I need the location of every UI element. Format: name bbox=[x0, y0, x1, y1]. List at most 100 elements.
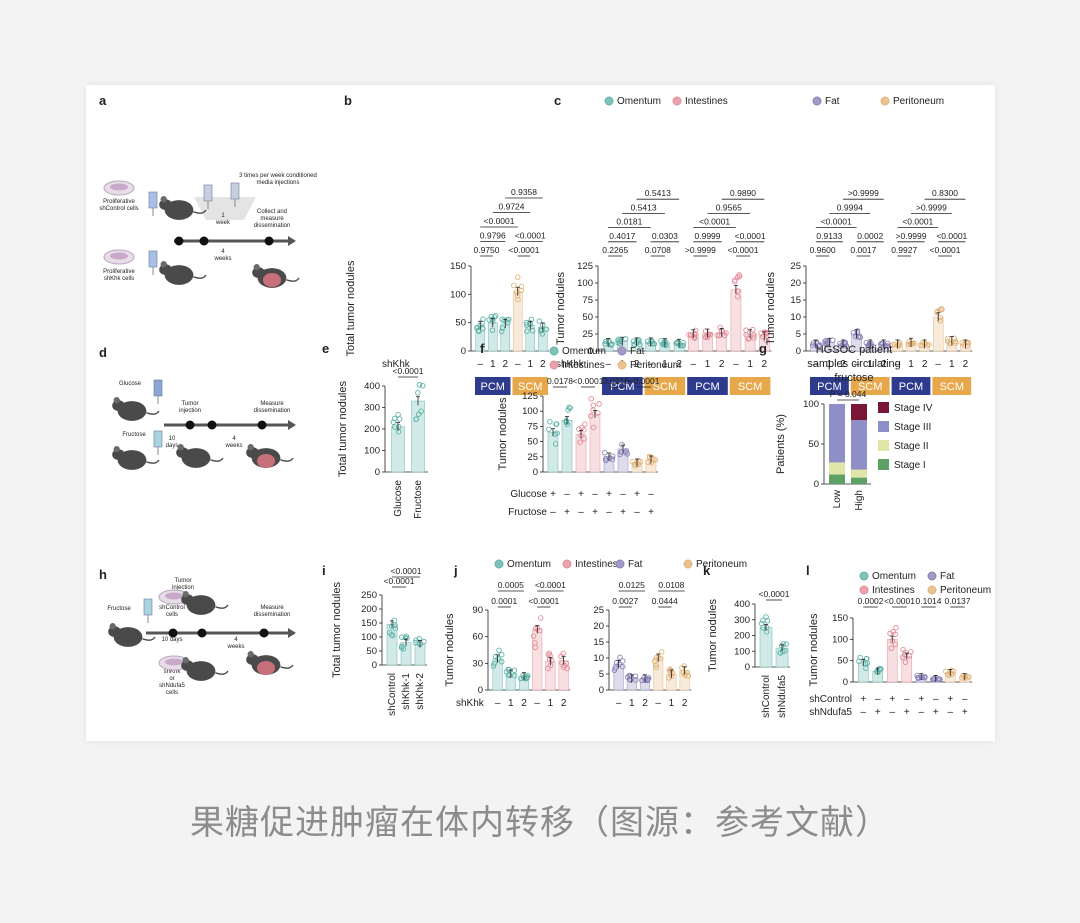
data-point-b bbox=[499, 325, 506, 331]
p-value-c2: <0.0001 bbox=[821, 217, 852, 227]
y-axis-label-f: Tumor nodules bbox=[497, 397, 509, 470]
p-value-c2: <0.0001 bbox=[902, 217, 933, 227]
y-tick-label-k: 300 bbox=[734, 615, 750, 626]
data-point-b bbox=[492, 312, 499, 319]
row-label-l: shControl bbox=[809, 694, 852, 705]
data-point-f bbox=[602, 450, 608, 456]
data-point-j1 bbox=[511, 667, 518, 674]
data-point-j2 bbox=[680, 669, 686, 676]
data-point-j1 bbox=[495, 655, 501, 662]
panel-a-text: Proliferative bbox=[103, 269, 135, 275]
data-point-f bbox=[546, 426, 552, 432]
x-tick-label-g: High bbox=[854, 490, 865, 511]
panel-d-mouse-3-tail bbox=[210, 457, 224, 462]
y-tick-label-i: 50 bbox=[366, 646, 377, 657]
data-point-j1 bbox=[496, 647, 502, 654]
row-value-l: + bbox=[933, 707, 939, 718]
data-point-c1 bbox=[609, 341, 615, 347]
row-value-l: + bbox=[918, 694, 924, 705]
p-value-b: 0.9796 bbox=[480, 231, 506, 241]
x-prefix-label-b: shKhk bbox=[382, 359, 411, 370]
panel-d-dot-3 bbox=[257, 420, 267, 430]
p-value-l: 0.1014 bbox=[916, 596, 942, 606]
panel-d-text: dissemination bbox=[254, 408, 291, 414]
row-value-l: – bbox=[947, 707, 953, 718]
data-point-b bbox=[524, 328, 530, 334]
data-point-e bbox=[391, 424, 398, 430]
panel-h-mouse-3-tail bbox=[215, 670, 229, 675]
panel-a-mouse-3-ear bbox=[253, 264, 260, 271]
y-tick-label-i: 0 bbox=[372, 660, 377, 671]
x-tick-label-g: Low bbox=[832, 489, 843, 508]
stacked-bar-segment-g bbox=[829, 404, 845, 463]
y-axis-label-c1: Tumor nodules bbox=[555, 272, 567, 345]
data-point-l bbox=[857, 654, 863, 661]
legend-marker-c2 bbox=[880, 96, 890, 106]
panel-letter-d: d bbox=[99, 345, 107, 360]
panel-letter-g: g bbox=[759, 341, 767, 356]
row-value-f: + bbox=[592, 507, 598, 518]
panel-d-text: injection bbox=[179, 408, 201, 414]
data-point-f bbox=[609, 453, 616, 459]
data-point-j2 bbox=[653, 662, 659, 668]
group-box-c2 bbox=[932, 377, 972, 395]
y-axis-label-i: Total tumor nodules bbox=[331, 582, 343, 678]
panel-d-text: weeks bbox=[224, 443, 242, 449]
data-point-c2 bbox=[937, 318, 943, 324]
panel-d-mouse-1 bbox=[112, 397, 160, 421]
x-tick-label-c1: – bbox=[605, 359, 611, 370]
p-value-j2: 0.0444 bbox=[652, 596, 678, 606]
legend-marker-l bbox=[927, 571, 937, 581]
data-point-c2 bbox=[965, 339, 972, 346]
data-point-c2 bbox=[926, 341, 932, 348]
data-point-l bbox=[949, 671, 955, 677]
data-point-l bbox=[863, 656, 869, 662]
p-value-c1: 0.9999 bbox=[695, 231, 721, 241]
data-point-b bbox=[489, 316, 495, 323]
panel-a-text: weeks bbox=[213, 256, 231, 262]
data-point-c2 bbox=[854, 330, 860, 336]
y-tick-label-l: 0 bbox=[843, 677, 848, 688]
y-tick-label-f: 25 bbox=[527, 452, 538, 463]
p-value-f: 0.0178 bbox=[547, 376, 573, 386]
row-value-f: – bbox=[592, 489, 598, 500]
p-value-c1: <0.0001 bbox=[699, 217, 730, 227]
legend-label-g: Stage IV bbox=[894, 403, 933, 414]
y-tick-label-j2: 10 bbox=[593, 653, 604, 664]
data-point-f bbox=[581, 436, 587, 442]
data-point-c1 bbox=[686, 332, 692, 338]
x-tick-label-c2: 1 bbox=[949, 359, 955, 370]
y-tick-label-c2: 15 bbox=[790, 295, 801, 306]
data-point-c1 bbox=[679, 342, 686, 349]
data-point-c1 bbox=[680, 339, 686, 346]
panel-h-text: Measure bbox=[260, 605, 284, 611]
bar-f bbox=[561, 420, 573, 473]
panel-d-text: 4 bbox=[232, 436, 236, 442]
p-value-c1: <0.0001 bbox=[728, 245, 759, 255]
data-point-j2 bbox=[685, 673, 691, 679]
legend-label-c2: Peritoneum bbox=[893, 96, 944, 107]
panel-a-mouse-2-ear bbox=[160, 261, 167, 268]
p-value-b: 0.9750 bbox=[474, 245, 500, 255]
p-value-f: <0.0001 bbox=[629, 376, 660, 386]
data-point-c2 bbox=[961, 341, 967, 348]
p-value-c2: 0.0002 bbox=[857, 231, 883, 241]
data-point-c1 bbox=[719, 328, 726, 334]
data-point-j2 bbox=[617, 654, 623, 661]
data-point-j1 bbox=[506, 672, 513, 679]
stacked-bar-segment-g bbox=[851, 469, 867, 478]
y-axis-label-j1: Tumor nodules bbox=[444, 613, 456, 686]
panel-d-mouse-2-tail bbox=[146, 459, 160, 464]
panel-d-mouse-2 bbox=[112, 446, 160, 470]
y-tick-label-c1: 25 bbox=[582, 329, 593, 340]
data-point-c1 bbox=[732, 277, 738, 283]
data-point-f bbox=[635, 461, 642, 468]
panel-a-text: 1 bbox=[221, 213, 225, 219]
row-value-l: + bbox=[889, 694, 895, 705]
data-point-c2 bbox=[945, 338, 951, 345]
data-point-f bbox=[607, 455, 613, 461]
data-point-b bbox=[523, 319, 530, 326]
row-value-f: + bbox=[550, 489, 556, 500]
panel-d-mouse-4-ear bbox=[247, 444, 254, 451]
panel-a-text: dissemination bbox=[254, 223, 291, 229]
